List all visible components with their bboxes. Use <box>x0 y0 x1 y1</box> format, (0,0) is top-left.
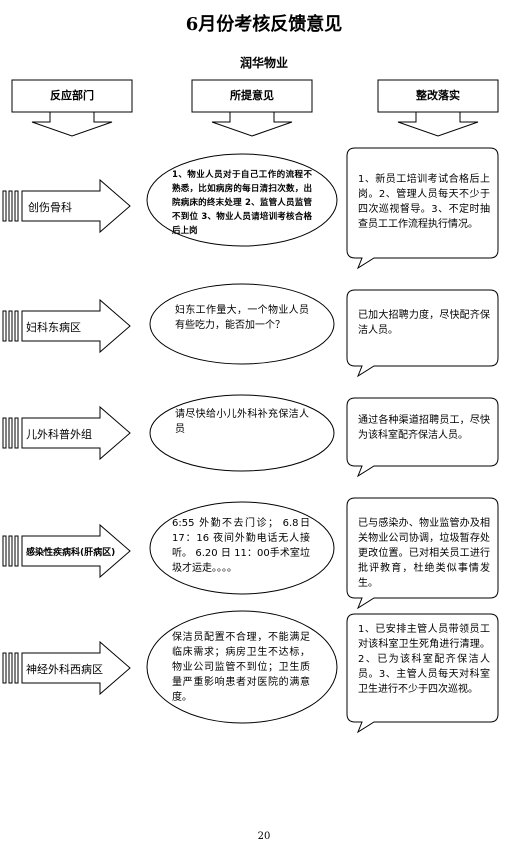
department-label: 创伤骨科 <box>28 201 72 214</box>
department-label: 感染性疾病科(肝病区) <box>26 548 116 558</box>
page-title: 6月份考核反馈意见 <box>185 14 343 35</box>
row-5-shapes <box>2 610 499 734</box>
header-arrow-department <box>11 79 133 137</box>
opinion-text: 6:55 外勤不去门诊； 6.8日 17：16 夜间外勤电话无人接听。 6.20… <box>172 518 310 574</box>
department-label: 儿外科普外组 <box>26 428 92 441</box>
column-header-department: 反应部门 <box>50 89 94 102</box>
column-header-opinions: 所提意见 <box>230 89 274 102</box>
column-header-rectification: 整改落实 <box>416 89 460 102</box>
row-1-shapes <box>2 147 499 270</box>
department-label: 妇科东病区 <box>26 321 81 334</box>
row-3-shapes <box>2 394 499 478</box>
page-number: 20 <box>257 831 271 842</box>
opinion-text: 保洁员配置不合理，不能满足临床需求；病房卫生不达标，物业公司监管不到位；卫生质量… <box>172 632 310 703</box>
rectification-text: 已与感染办、物业监管办及相关物业公司协调，垃圾暂存处更改位置。已对相关员工进行批… <box>358 518 490 589</box>
rectification-text: 1、已安排主管人员带领员工对该科室卫生死角进行清理。2、已为该科室配齐保洁人员。… <box>358 624 490 695</box>
company-subtitle: 润华物业 <box>239 56 288 70</box>
row-4-shapes <box>2 497 499 610</box>
header-arrow-rectification <box>377 79 499 137</box>
opinion-text: 请尽快给小儿外科补充保洁人员 <box>175 409 309 435</box>
rectification-text: 1、新员工培训考试合格后上岗。2、管理人员每天不少于四次巡视督导。3、不定时抽查… <box>358 174 490 230</box>
header-arrow-opinions <box>191 79 313 137</box>
rectification-text: 已加大招聘力度，尽快配齐保洁人员。 <box>358 310 490 336</box>
department-label: 神经外科西病区 <box>26 663 103 676</box>
row-2-shapes <box>2 283 499 378</box>
opinion-text: 妇东工作量大，一个物业人员有些吃力，能否加一个？ <box>175 305 309 331</box>
opinion-text: 1、物业人员对于自己工作的流程不熟悉，比如病房的每日清扫次数，出院病床的终末处理… <box>172 170 312 236</box>
rectification-text: 通过各种渠道招聘员工，尽快为该科室配齐保洁人员。 <box>358 415 490 441</box>
